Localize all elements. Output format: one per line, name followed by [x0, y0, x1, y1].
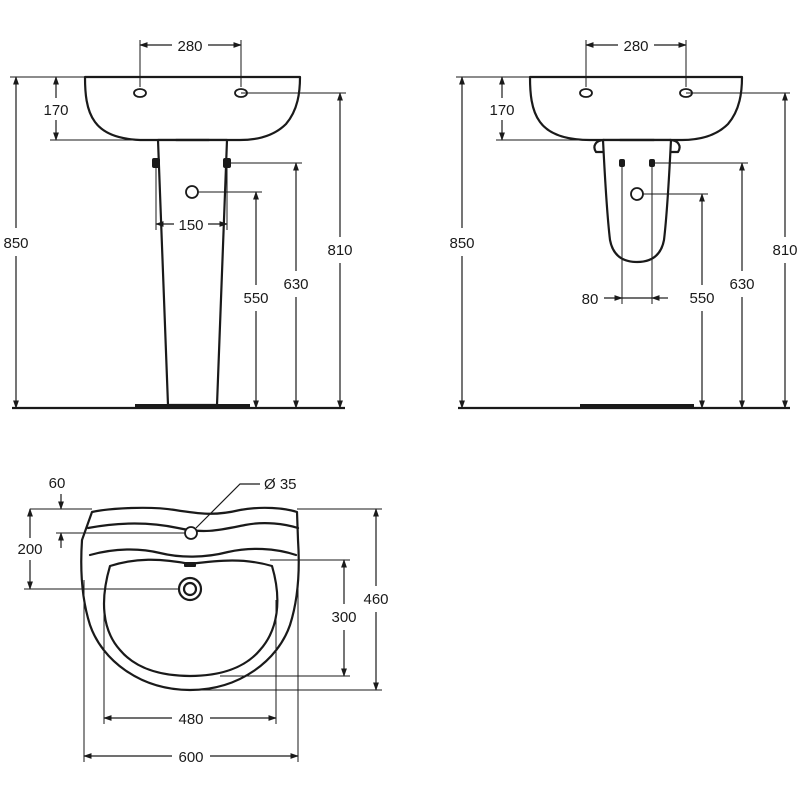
plan-view: 60 200 Ø 35 300 460 480 600 — [17, 475, 388, 766]
plan-waste-outlet-inner — [182, 581, 198, 597]
side-dim-fixing-height: 630 — [729, 276, 754, 293]
front-pedestal-foot — [135, 404, 250, 408]
plan-dim-bowl-width: 480 — [178, 711, 203, 728]
front-view: 280 170 850 810 630 550 150 — [3, 38, 353, 410]
side-dim-taps-spacing: 280 — [623, 38, 648, 55]
plan-dim-total-depth: 460 — [363, 591, 388, 608]
front-dim-tap-depth: 170 — [43, 102, 68, 119]
side-fixing-bolt-left — [619, 159, 625, 167]
side-waste-outlet — [630, 187, 644, 201]
side-semi-pedestal — [601, 138, 673, 264]
front-dim-rim-height: 810 — [327, 242, 352, 259]
front-dim-waste-height: 550 — [243, 290, 268, 307]
front-dim-fixing-spacing: 150 — [178, 217, 203, 234]
plan-dim-waste-setback: 200 — [17, 541, 42, 558]
plan-deck-rim — [86, 522, 300, 533]
plan-tap-hole — [184, 526, 198, 540]
front-pedestal-outline — [156, 138, 229, 407]
side-dim-waste-height: 550 — [689, 290, 714, 307]
side-dim-fixing-spacing: 80 — [582, 291, 599, 308]
front-basin-outline — [83, 75, 302, 142]
plan-dim-tap-hole-diameter: Ø 35 — [264, 476, 297, 493]
side-tap-hole-left — [579, 88, 593, 98]
side-bracket-right — [668, 138, 681, 154]
front-dim-taps-spacing: 280 — [177, 38, 202, 55]
plan-overflow-slot — [184, 562, 196, 567]
side-view: 280 170 850 810 630 550 80 — [449, 38, 798, 410]
plan-dim-total-width: 600 — [178, 749, 203, 766]
plan-deck-front-edge — [88, 547, 298, 558]
side-fixing-bolt-right — [649, 159, 655, 167]
front-fixing-bolt-left — [152, 158, 160, 168]
front-dim-fixing-height: 630 — [283, 276, 308, 293]
side-basin-outline — [528, 75, 744, 142]
plan-dim-bowl-depth: 300 — [331, 609, 356, 626]
side-dim-tap-depth: 170 — [489, 102, 514, 119]
plan-dim-tap-hole-setback: 60 — [49, 475, 66, 492]
side-dim-total-height: 850 — [449, 235, 474, 252]
front-dim-total-height: 850 — [3, 235, 28, 252]
front-waste-outlet — [185, 185, 199, 199]
front-tap-hole-left — [133, 88, 147, 98]
front-fixing-bolt-right — [223, 158, 231, 168]
side-dim-rim-height: 810 — [772, 242, 797, 259]
